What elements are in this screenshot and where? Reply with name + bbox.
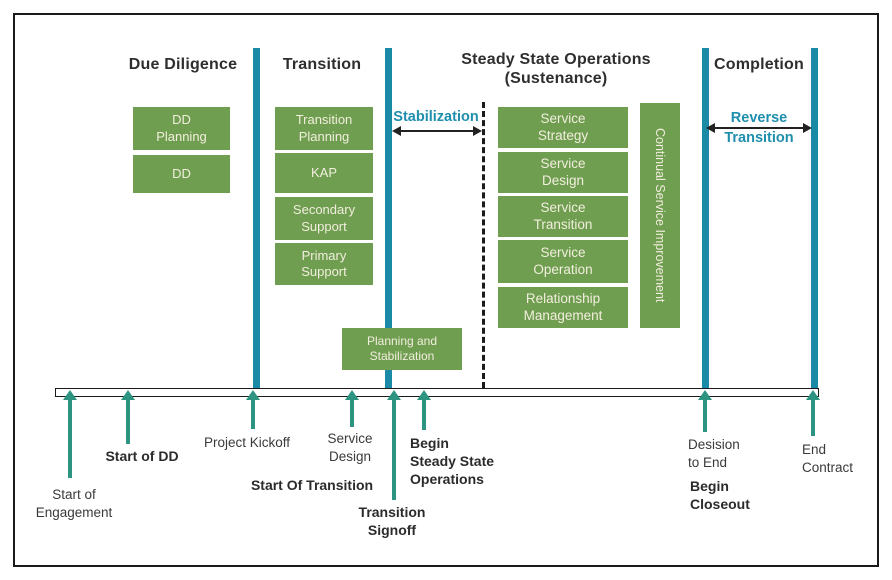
milestone-label-end-contract: End Contract [802,442,854,475]
stabilization-label: Stabilization [393,109,479,125]
phase-divider-bar-1 [253,48,260,388]
diagram-border [13,13,879,567]
milestone-label-start-of-transition: Start Of Transition [250,477,374,493]
box-service-strategy: Service Strategy [498,107,628,148]
milestone-arrow-project-kickoff [246,390,260,429]
milestone-label-transition-signoff: Transition Signoff [358,504,426,539]
phase-divider-bar-2 [385,48,392,388]
milestone-label-start-of-engagement: Start of Engagement [35,487,113,520]
reverse-transition-range-arrow-icon [706,123,812,133]
phase-title-completion: Completion [714,56,804,73]
box-kap: KAP [275,153,373,193]
box-secondary-support: Secondary Support [275,197,373,240]
box-dd-planning: DD Planning [133,107,230,150]
stabilization-boundary-dashed-line [482,102,485,388]
milestone-label-begin-closeout: Begin Closeout [690,478,750,513]
box-primary-support: Primary Support [275,243,373,285]
phase-title-transition: Transition [282,56,362,73]
phase-title-due-diligence: Due Diligence [128,56,238,73]
milestone-label-start-of-dd: Start of DD [105,448,179,464]
box-transition-planning: Transition Planning [275,107,373,150]
phase-divider-bar-3 [702,48,709,388]
milestone-arrow-begin-steady-state [417,390,431,430]
milestone-arrow-transition-signoff [387,390,401,500]
box-service-design: Service Design [498,152,628,193]
box-dd: DD [133,155,230,193]
reverse-transition-label-line2: Transition [724,130,794,146]
milestone-label-begin-steady-state-operations: Begin Steady State Operations [410,435,495,488]
reverse-transition-label-line1: Reverse [730,110,788,126]
box-service-transition: Service Transition [498,196,628,237]
phase-subtitle-sustenance: (Sustenance) [504,70,608,87]
milestone-label-project-kickoff: Project Kickoff [203,435,291,450]
phase-title-steady-state: Steady State Operations [461,51,651,68]
milestone-label-desision-to-end: Desision to End [688,437,740,470]
phase-divider-bar-4 [811,48,818,388]
box-continual-service-improvement: Continual Service Improvement [640,103,680,328]
milestone-label-service-design: Service Design [327,431,373,464]
box-planning-and-stabilization: Planning and Stabilization [342,328,462,370]
milestone-arrow-start-of-dd [121,390,135,444]
stabilization-range-arrow-icon [392,126,482,136]
milestone-arrow-service-design [345,390,359,427]
box-relationship-management: Relationship Management [498,287,628,328]
milestone-arrow-start-of-engagement [63,390,77,478]
milestone-arrow-end-contract [806,390,820,436]
milestone-arrow-desision-to-end [698,390,712,432]
box-service-operation: Service Operation [498,240,628,283]
